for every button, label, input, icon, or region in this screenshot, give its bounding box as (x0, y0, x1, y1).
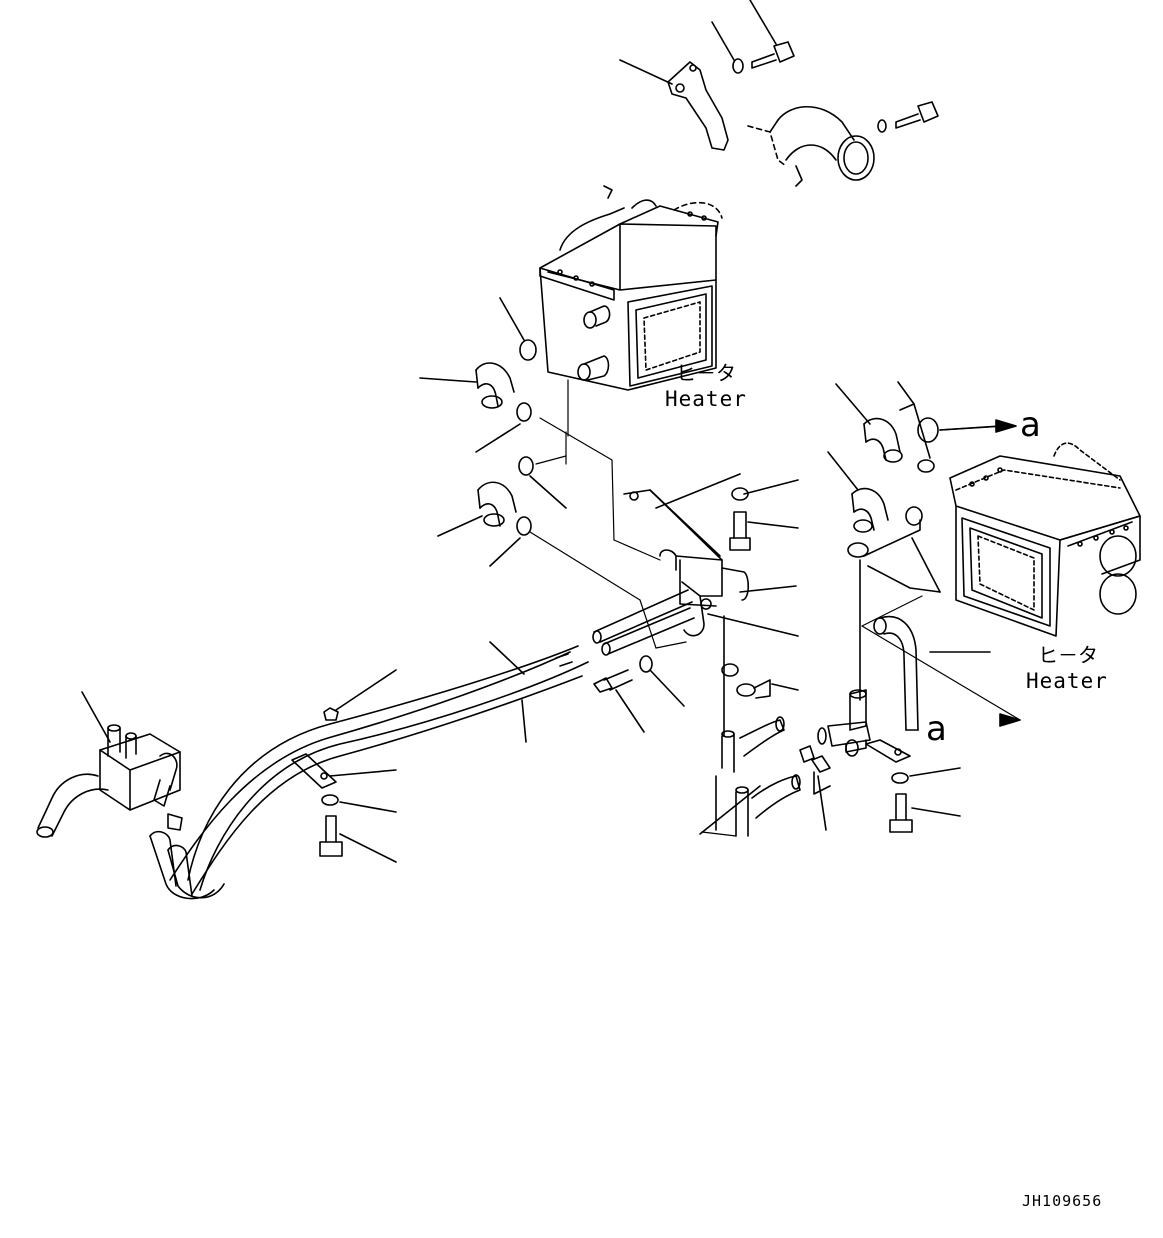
bolt-clip (319, 815, 397, 863)
heater-upper-en-label: Heater (665, 387, 747, 411)
hose-long-pair (149, 641, 589, 900)
hose-elbow-right-upper (835, 383, 903, 463)
hose-elbow-1 (419, 362, 515, 409)
hose-clamp-4 (489, 516, 532, 567)
bolt-center (729, 511, 799, 551)
heater-unit-right (949, 442, 1141, 637)
washer-clip (321, 794, 397, 813)
washer-right-lower (891, 767, 961, 784)
hose-elbow-2 (437, 481, 517, 537)
hose-short-lower (699, 774, 801, 837)
heater-right-jp-label: ヒ－タ (1038, 643, 1098, 667)
heater-right-en-label: Heater (1026, 669, 1108, 693)
hose-clamp-1 (499, 297, 537, 361)
hose-elbow-right-lower (827, 451, 889, 533)
arrow-a-top (939, 419, 1017, 433)
arrow-a-bottom (999, 713, 1021, 727)
bolt-right-lower (889, 793, 961, 833)
arrow-a-bottom-label: a (926, 709, 947, 749)
nut-clip (323, 669, 397, 721)
washer-lower-center (639, 655, 685, 707)
hose-clamp-2 (475, 402, 532, 453)
clamp-right-2 (863, 506, 923, 557)
heater-unit-upper (539, 185, 723, 391)
bolt-right-top (895, 101, 939, 129)
reference-lines (529, 379, 1021, 837)
valve-bracket (623, 473, 799, 637)
bolt-lower-center (593, 669, 645, 733)
bolt-top (749, 0, 795, 69)
washer-center (731, 479, 799, 501)
hose-clip (291, 753, 397, 789)
heater-upper-jp-label: ヒ－タ (676, 361, 736, 385)
duct-elbow (747, 105, 875, 187)
washer-top (711, 21, 744, 74)
tubes-parallel (592, 589, 695, 656)
document-id: JH109656 (1022, 1192, 1102, 1210)
clamp-right-3 (847, 537, 941, 701)
valve-left (36, 691, 183, 838)
hose-short-upper (721, 716, 785, 773)
mounting-bracket (619, 59, 729, 151)
clamp-small-1 (721, 615, 739, 737)
clamp-small-2 (736, 679, 799, 699)
hose-clamp-3 (518, 456, 567, 509)
washer-right-top (877, 119, 887, 133)
pipe-bent-right (817, 615, 991, 763)
arrow-a-top-label: a (1020, 405, 1041, 445)
clamp-small-3 (799, 745, 831, 831)
